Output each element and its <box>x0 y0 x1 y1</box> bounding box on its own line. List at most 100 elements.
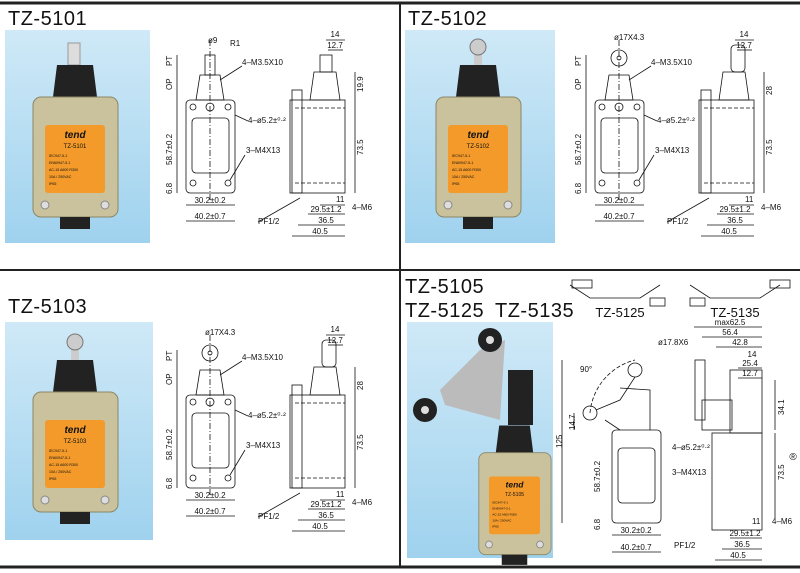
brand-logo: tend <box>64 130 86 141</box>
head-diameter-label: ø17X4.3 <box>205 328 236 337</box>
height-label: 58.7±0.2 <box>165 133 174 165</box>
label-spec-line: 10A / 250VAC <box>452 175 475 179</box>
model-title-5103: TZ-5103 <box>8 296 88 318</box>
label-spec-line: EN60947-5-1 <box>49 456 70 460</box>
side-29.5-label: 29.5±1.2 <box>719 205 751 214</box>
max-62.5-label: max62.5 <box>715 318 746 327</box>
model-title-5101: TZ-5101 <box>8 8 88 30</box>
label-model: TZ-5105 <box>505 492 524 498</box>
model-title-5125: TZ-5125 <box>405 300 485 322</box>
dimension-drawing <box>176 39 356 237</box>
label-model: TZ-5103 <box>64 439 87 445</box>
label-spec-line: EN60947-5-1 <box>49 161 70 165</box>
m6-label: 4–M6 <box>352 498 373 507</box>
width-2-label: 40.2±0.7 <box>194 507 226 516</box>
head-diameter-label: ø9 <box>208 36 218 45</box>
m6-label: 4–M6 <box>772 517 793 526</box>
side-36.5-label: 36.5 <box>318 216 334 225</box>
mount-label: 3–M4X13 <box>246 146 281 155</box>
op-label: OP <box>165 373 174 385</box>
head-diameter-label: ø17X4.3 <box>614 33 645 42</box>
height-label: 58.7±0.2 <box>165 428 174 460</box>
body-height-label: 73.5 <box>765 139 774 155</box>
label-spec-line: IP65 <box>452 182 459 186</box>
side-12.7-label: 12.7 <box>736 41 752 50</box>
label-spec-line: IP65 <box>49 477 56 481</box>
variant-label-5135: TZ-5135 <box>710 305 759 320</box>
side-40.5-label: 40.5 <box>312 522 328 531</box>
label-spec-line: AC-15 A600 R300 <box>49 168 78 172</box>
screw-label: 4–M3.5X10 <box>651 58 692 67</box>
hole-label: 4–ø5.2±⁰·² <box>672 443 710 452</box>
screw-label: 4–M3.5X10 <box>242 58 283 67</box>
label-spec-line: IEC947-5-1 <box>49 154 67 158</box>
total-height-label: 125 <box>555 434 564 448</box>
m6-label: 4–M6 <box>761 203 782 212</box>
side-12.7-label: 12.7 <box>742 369 758 378</box>
head-height-label: 28 <box>765 86 774 95</box>
label-spec-line: 10A / 250VAC <box>49 470 72 474</box>
conduit-label: PF1/2 <box>667 217 689 226</box>
label-spec-line: EN60947-5-1 <box>452 161 473 165</box>
side-14-label: 14 <box>740 30 749 39</box>
base-label: 6.8 <box>574 182 583 194</box>
head-height-label: 28 <box>356 381 365 390</box>
dimension-drawing <box>585 39 765 237</box>
label-spec-line: AC-15 A600 R300 <box>49 463 78 467</box>
width-1-label: 30.2±0.2 <box>194 491 226 500</box>
label-spec-line: IEC947-5-1 <box>452 154 470 158</box>
registered-mark: ® <box>789 452 797 463</box>
m6-label: 4–M6 <box>352 203 373 212</box>
model-title-5105: TZ-5105 <box>405 276 485 298</box>
side-12.7-label: 12.7 <box>327 41 343 50</box>
brand-logo: tend <box>64 425 86 436</box>
label-spec-line: AC-15 A600 R300 <box>452 168 481 172</box>
label-spec-line: IEC947-5-1 <box>49 449 67 453</box>
lever-height-label: 14.7 <box>568 414 577 430</box>
pt-label: PT <box>165 56 174 66</box>
label-spec-line: AC-15 A600 R300 <box>492 513 517 517</box>
width-2-label: 40.2±0.7 <box>194 212 226 221</box>
side-29.5-label: 29.5±1.2 <box>310 500 342 509</box>
conduit-label: PF1/2 <box>674 541 696 550</box>
side-40.5-label: 40.5 <box>312 227 328 236</box>
label-spec-line: EN60947-5-1 <box>492 507 510 511</box>
side-42.8-label: 42.8 <box>732 338 748 347</box>
width-2-label: 40.2±0.7 <box>603 212 635 221</box>
side-29.5-label: 29.5±1.2 <box>729 529 761 538</box>
side-36.5-label: 36.5 <box>734 540 750 549</box>
conduit-label: PF1/2 <box>258 217 280 226</box>
dimension-drawing-lever <box>561 279 791 561</box>
op-label: OP <box>165 78 174 90</box>
mount-label: 3–M4X13 <box>246 441 281 450</box>
radius-label: R1 <box>230 39 241 48</box>
width-2-label: 40.2±0.7 <box>620 543 652 552</box>
base-label: 6.8 <box>165 182 174 194</box>
width-1-label: 30.2±0.2 <box>620 526 652 535</box>
model-title-5102: TZ-5102 <box>408 8 488 30</box>
width-1-label: 30.2±0.2 <box>603 196 635 205</box>
side-11-label: 11 <box>745 195 754 204</box>
variant-label-5125: TZ-5125 <box>595 305 644 320</box>
pt-label: PT <box>165 351 174 361</box>
width-1-label: 30.2±0.2 <box>194 196 226 205</box>
side-11-label: 11 <box>336 195 345 204</box>
brand-logo: tend <box>506 480 525 490</box>
hole-label: 4–ø5.2±⁰·² <box>248 411 286 420</box>
side-11-label: 11 <box>336 490 345 499</box>
hole-label: 4–ø5.2±⁰·² <box>657 116 695 125</box>
switch-illustration-lever <box>413 328 533 425</box>
op-label: OP <box>574 78 583 90</box>
side-12.7-label: 12.7 <box>327 336 343 345</box>
side-29.5-label: 29.5±1.2 <box>310 205 342 214</box>
body-height-label: 73.5 <box>356 139 365 155</box>
side-14-label: 14 <box>331 30 340 39</box>
side-36.5-label: 36.5 <box>727 216 743 225</box>
brand-logo: tend <box>467 130 489 141</box>
